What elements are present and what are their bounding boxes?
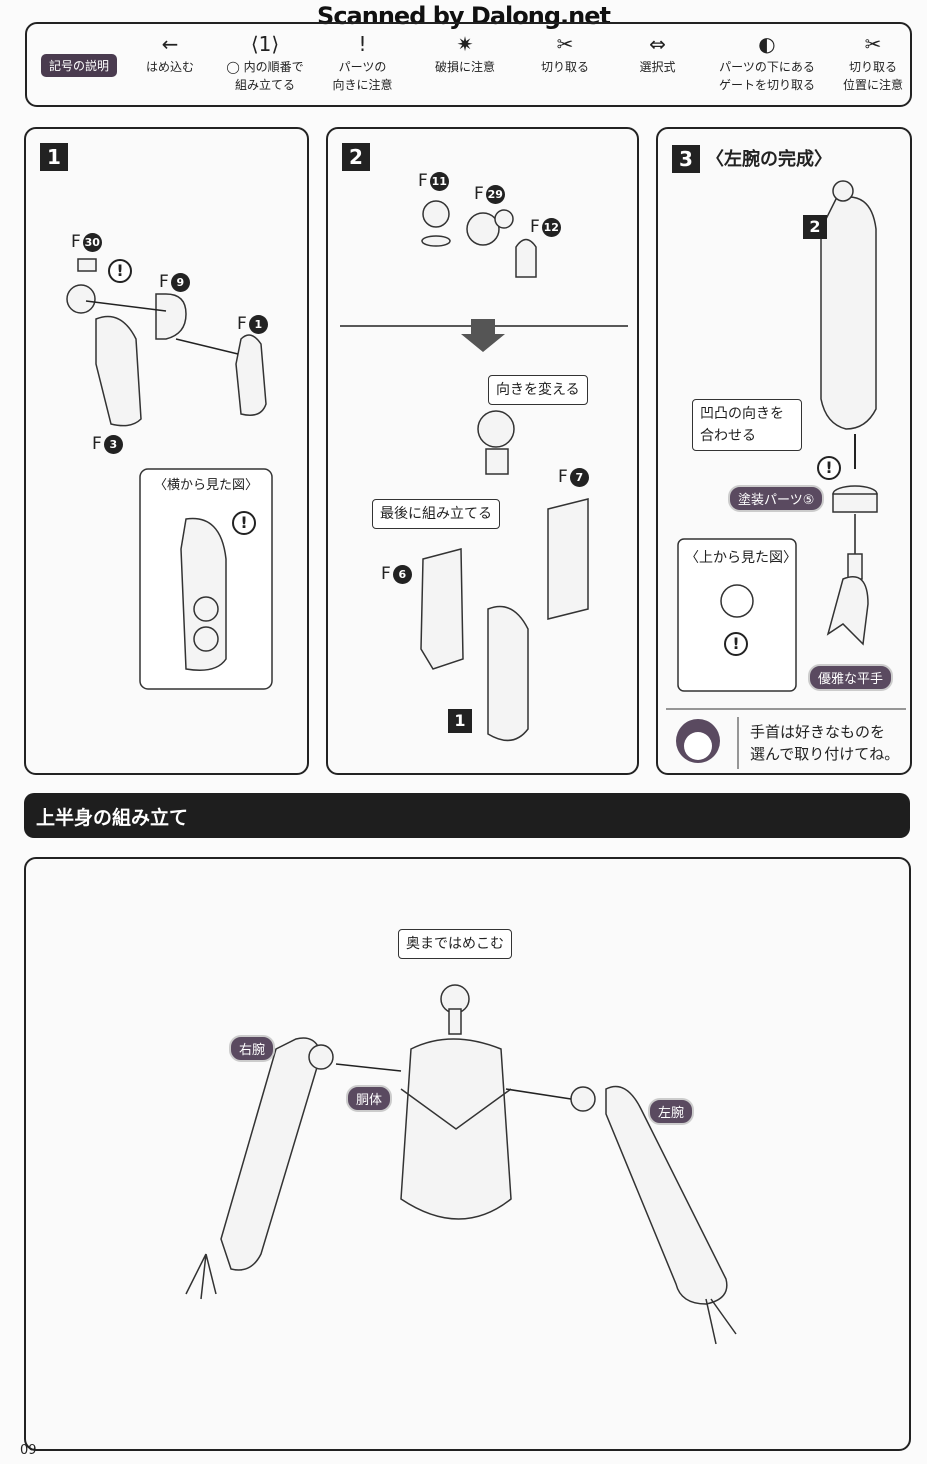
legend-item: ⇔ 選択式 xyxy=(620,30,695,76)
legend-label: 切り取る xyxy=(848,60,897,74)
legend-label: 位置に注意 xyxy=(842,78,903,92)
legend-item: ✂ 切り取る位置に注意 xyxy=(828,30,918,94)
orientation-warning-icon: ! xyxy=(724,632,748,656)
under-gate-cut-icon: ◐ xyxy=(758,32,776,56)
top-view-label: 〈上から見た図〉 xyxy=(685,550,797,566)
legend-label: 組み立てる xyxy=(234,78,295,92)
legend-label: はめ込む xyxy=(145,60,194,74)
legend-item: ⟨1⟩ ◯ 内の順番で組み立てる xyxy=(210,30,320,94)
exclamation-icon: ! xyxy=(358,32,367,56)
assemble-last-callout: 最後に組み立てる xyxy=(372,499,500,529)
elegant-hand-label: 優雅な平手 xyxy=(808,664,894,691)
upper-body-illustration xyxy=(185,984,737,1345)
legend-item: ✷ 破損に注意 xyxy=(420,30,510,76)
tip-text: 手首は好きなものを選んで取り付けてね。 xyxy=(750,721,899,765)
orientation-warning-icon: ! xyxy=(108,259,132,283)
legend-label: ◯ 内の順番で xyxy=(226,60,304,74)
watermark: Scanned by Dalong.net xyxy=(317,2,611,30)
cut-icon: ✂ xyxy=(556,32,574,56)
left-arm-label: 左腕 xyxy=(648,1098,695,1125)
arrow-left-icon: ← xyxy=(161,32,179,56)
legend-label: 破損に注意 xyxy=(434,60,495,74)
legend-title: 記号の説明 xyxy=(41,54,118,77)
step-number: 2 xyxy=(342,143,370,171)
legend-item: ✂ 切り取る xyxy=(525,30,605,76)
legend-label: 切り取る xyxy=(540,60,589,74)
torso-label: 胴体 xyxy=(346,1085,393,1112)
push-in-callout: 奥まではめこむ xyxy=(398,929,512,959)
damage-warning-icon: ✷ xyxy=(456,32,474,56)
reference-badge: 1 xyxy=(448,709,472,733)
page-number: 09 xyxy=(20,1443,37,1458)
painted-part-label: 塗装パーツ⑤ xyxy=(728,485,825,512)
step-number: 3 xyxy=(672,145,700,173)
right-arm-label: 右腕 xyxy=(229,1035,276,1062)
orientation-warning-icon: ! xyxy=(232,511,256,535)
tip-line: 手首は好きなものを xyxy=(750,723,886,741)
step-2-illustration xyxy=(340,200,628,742)
legend-item: ◐ パーツの下にあるゲートを切り取る xyxy=(702,30,832,94)
cut-position-icon: ✂ xyxy=(864,32,882,56)
step-1-illustration xyxy=(66,258,273,690)
legend-item: ← はめ込む xyxy=(130,30,210,76)
orientation-warning-icon: ! xyxy=(817,456,841,480)
legend-item: ! パーツの向きに注意 xyxy=(320,30,405,94)
legend-box: 記号の説明 xyxy=(25,22,912,107)
legend-label: 向きに注意 xyxy=(332,78,393,92)
step-number: 1 xyxy=(40,143,68,171)
step-3-illustration xyxy=(666,180,906,769)
upper-body-panel: 奥まではめこむ 右腕 胴体 左腕 xyxy=(24,857,911,1451)
hexagon-number-icon: ⟨1⟩ xyxy=(250,32,280,56)
step-3-panel: 3 〈左腕の完成〉 2 凹凸の向きを合わせる ! 塗装パーツ⑤ 〈上から見た図〉… xyxy=(656,127,912,775)
legend-label: 選択式 xyxy=(639,60,676,74)
reference-badge: 2 xyxy=(803,215,827,239)
legend-label: パーツの下にある xyxy=(719,60,815,74)
turn-around-callout: 向きを変える xyxy=(488,375,588,405)
side-view-label: 〈横から見た図〉 xyxy=(154,478,259,493)
step-title: 〈左腕の完成〉 xyxy=(706,149,832,170)
align-callout: 凹凸の向きを合わせる xyxy=(692,399,802,451)
choice-arrows-icon: ⇔ xyxy=(649,32,666,56)
section-header: 上半身の組み立て xyxy=(24,793,910,838)
legend-label: ゲートを切り取る xyxy=(718,78,815,92)
tip-line: 選んで取り付けてね。 xyxy=(750,745,900,763)
legend-label: パーツの xyxy=(338,60,387,74)
